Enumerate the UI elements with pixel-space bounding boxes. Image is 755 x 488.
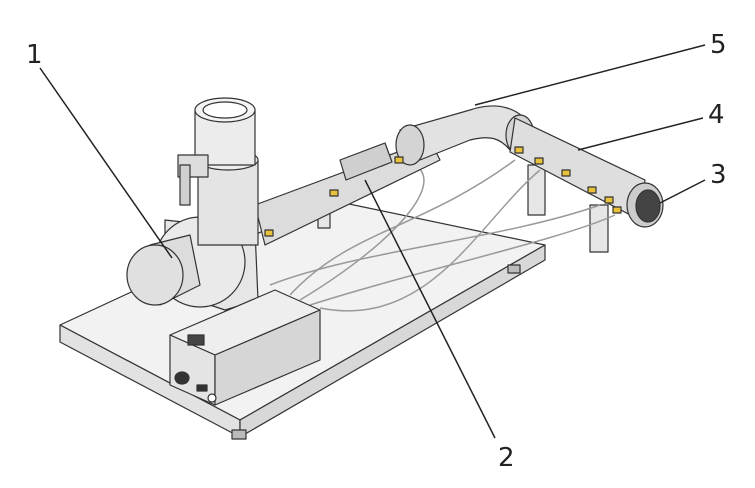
callout-3: 3 [710,160,727,190]
blower [126,97,259,311]
callout-1: 1 [26,40,43,70]
callout-4: 4 [708,100,725,130]
pressure-taps [264,146,622,237]
leader-lines [39,44,706,439]
callout-2: 2 [498,443,515,473]
control-box [169,289,321,406]
pipe-outlet [626,182,664,228]
callout-5: 5 [710,30,727,60]
hoses [269,159,616,312]
pipe-straight-section [254,139,441,246]
